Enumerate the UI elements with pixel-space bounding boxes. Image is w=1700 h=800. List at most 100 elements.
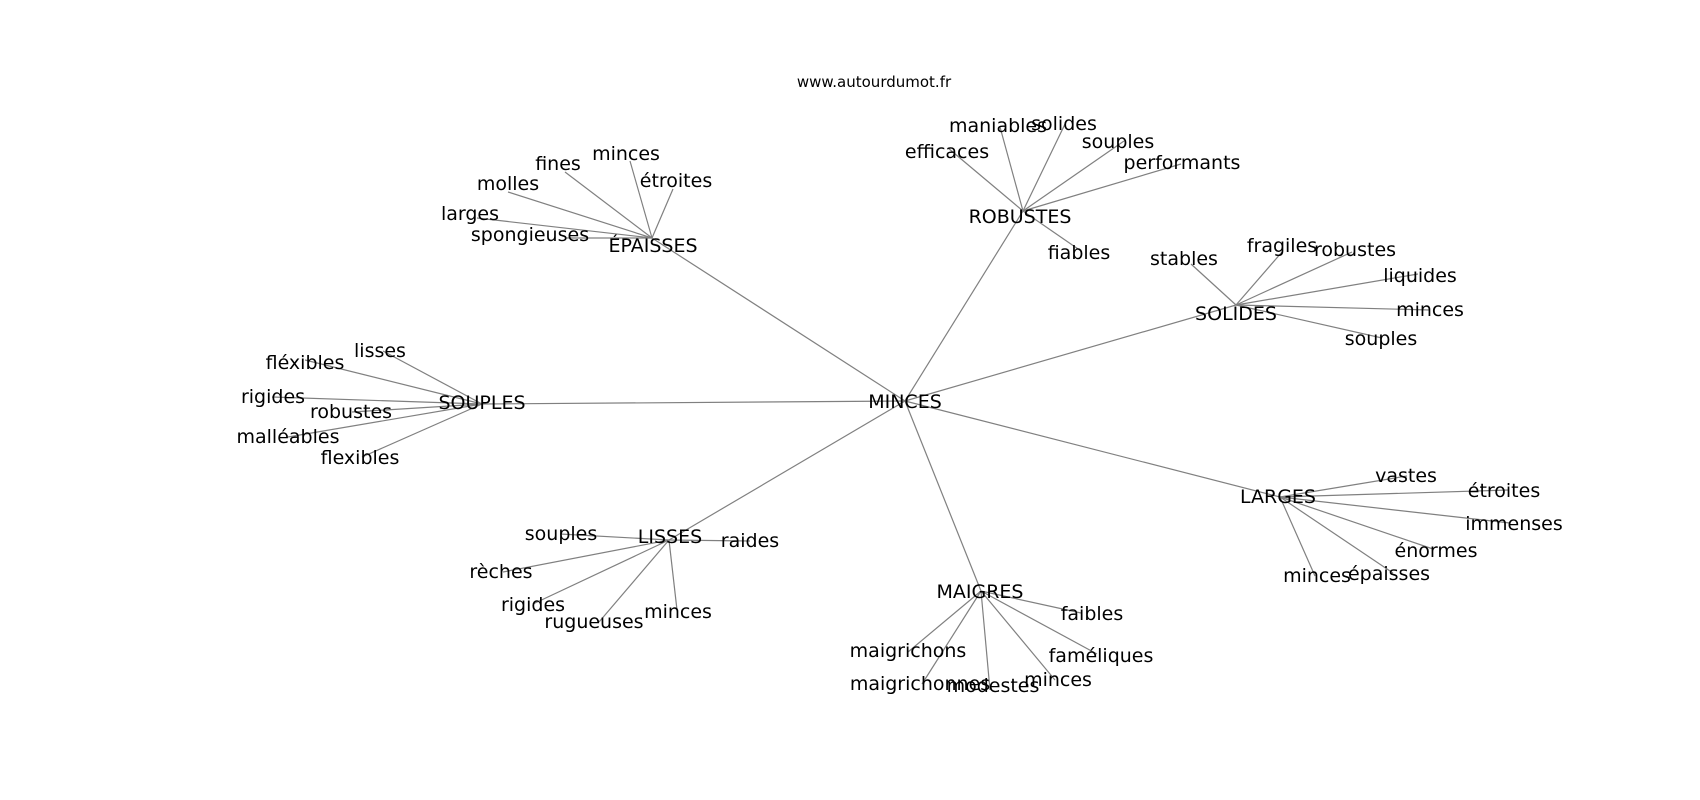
edge-lisses-4 [598,539,670,623]
edge-larges-3 [1279,496,1434,550]
edge-maigres-5 [980,590,1056,681]
edge-maigres-0 [980,590,1082,614]
edge-lisses-5 [668,539,678,611]
word-souples-3[interactable]: robustes [310,401,392,423]
word-larges-4[interactable]: épaisses [1348,563,1430,585]
edge-robustes-1 [1022,121,1067,212]
edge-center-lisses [668,400,906,541]
word-souples-0[interactable]: lisses [354,340,406,362]
edge-center-maigres [904,400,982,592]
word-lisses-0[interactable]: souples [525,523,598,545]
edge-epaisses-2 [651,188,674,239]
edge-solides-2 [1235,251,1353,306]
word-larges-5[interactable]: minces [1283,565,1351,587]
edge-solides-4 [1235,304,1431,311]
edge-larges-5 [1279,496,1316,577]
word-souples-5[interactable]: flexibles [321,447,400,469]
edge-epaisses-3 [507,191,653,239]
edge-larges-0 [1279,475,1408,498]
word-epaisses-3[interactable]: molles [477,173,539,195]
edge-lisses-0 [559,533,670,541]
graph-edges [271,121,1511,691]
edge-souples-5 [361,403,483,458]
group-node-solides[interactable]: SOLIDES [1195,303,1277,325]
word-lisses-4[interactable]: rugueuses [544,611,643,633]
group-node-robustes[interactable]: ROBUSTES [969,206,1072,228]
edge-larges-4 [1279,496,1394,574]
edge-souples-1 [304,359,483,405]
word-lisses-1[interactable]: raides [721,530,779,552]
word-souples-1[interactable]: fléxibles [266,352,345,374]
group-node-larges[interactable]: LARGES [1240,486,1316,508]
edge-center-robustes [904,210,1024,402]
edge-robustes-4 [1022,163,1182,212]
edge-center-souples [481,400,906,405]
center-node[interactable]: MINCES [868,391,942,413]
edge-solides-3 [1235,273,1419,306]
edge-center-epaisses [651,237,906,402]
word-larges-2[interactable]: immenses [1465,513,1563,535]
edge-robustes-0 [999,126,1024,212]
edge-maigres-2 [980,590,1098,655]
word-epaisses-0[interactable]: minces [592,143,660,165]
word-maigres-1[interactable]: maigrichons [850,640,967,662]
word-maigres-0[interactable]: faibles [1061,603,1124,625]
edge-larges-1 [1279,489,1510,498]
group-node-epaisses[interactable]: ÉPAISSES [608,234,697,257]
word-robustes-4[interactable]: performants [1124,152,1241,174]
word-solides-3[interactable]: liquides [1383,265,1457,287]
word-larges-0[interactable]: vastes [1375,465,1437,487]
edge-souples-2 [271,396,483,405]
group-node-lisses[interactable]: LISSES [638,526,702,548]
word-epaisses-5[interactable]: spongieuses [471,224,589,246]
word-robustes-1[interactable]: solides [1031,113,1097,135]
word-larges-1[interactable]: étroites [1468,480,1540,502]
word-solides-0[interactable]: stables [1150,248,1218,270]
edge-lisses-3 [532,539,670,605]
edge-epaisses-0 [629,160,653,239]
word-maigres-2[interactable]: faméliques [1049,645,1154,667]
edge-lisses-1 [668,539,751,542]
group-node-maigres[interactable]: MAIGRES [937,581,1024,603]
edge-epaisses-1 [564,171,653,239]
word-solides-1[interactable]: fragiles [1247,235,1317,257]
word-solides-2[interactable]: robustes [1314,239,1396,261]
edge-maigres-3 [921,590,982,685]
word-lisses-5[interactable]: minces [644,601,712,623]
word-maigres-4[interactable]: modestes [947,675,1040,697]
group-node-souples[interactable]: SOUPLES [438,392,525,414]
edge-solides-5 [1235,304,1383,339]
edge-solides-0 [1190,263,1237,306]
edge-lisses-2 [502,539,670,573]
edge-robustes-5 [1022,210,1082,252]
word-epaisses-2[interactable]: étroites [640,170,712,192]
word-lisses-3[interactable]: rigides [501,594,565,616]
site-url[interactable]: www.autourdumot.fr [796,73,952,91]
word-epaisses-4[interactable]: larges [441,203,499,225]
word-robustes-3[interactable]: souples [1082,131,1155,153]
edge-solides-1 [1235,251,1283,306]
edge-larges-2 [1279,496,1511,524]
word-robustes-2[interactable]: efficaces [905,141,989,163]
word-robustes-0[interactable]: maniables [949,115,1047,137]
word-epaisses-1[interactable]: fines [535,153,581,175]
edge-souples-3 [351,403,483,413]
word-larges-3[interactable]: énormes [1395,540,1478,562]
edge-robustes-3 [1022,140,1125,212]
word-solides-5[interactable]: souples [1345,328,1418,350]
word-souples-2[interactable]: rigides [241,386,305,408]
word-solides-4[interactable]: minces [1396,299,1464,321]
word-lisses-2[interactable]: rèches [469,561,532,583]
graph-labels: minces fines étroites molles largesspongieus… [237,113,1563,697]
edge-souples-4 [287,403,483,438]
word-maigres-5[interactable]: minces [1024,669,1092,691]
word-souples-4[interactable]: malléables [237,426,340,448]
word-robustes-5[interactable]: fiables [1048,242,1111,264]
edge-robustes-2 [947,147,1024,212]
edge-maigres-1 [907,590,982,653]
word-maigres-3[interactable]: maigrichonnes [850,673,990,695]
edge-epaisses-4 [476,217,653,239]
edge-maigres-4 [980,590,991,691]
edge-souples-0 [382,350,483,405]
